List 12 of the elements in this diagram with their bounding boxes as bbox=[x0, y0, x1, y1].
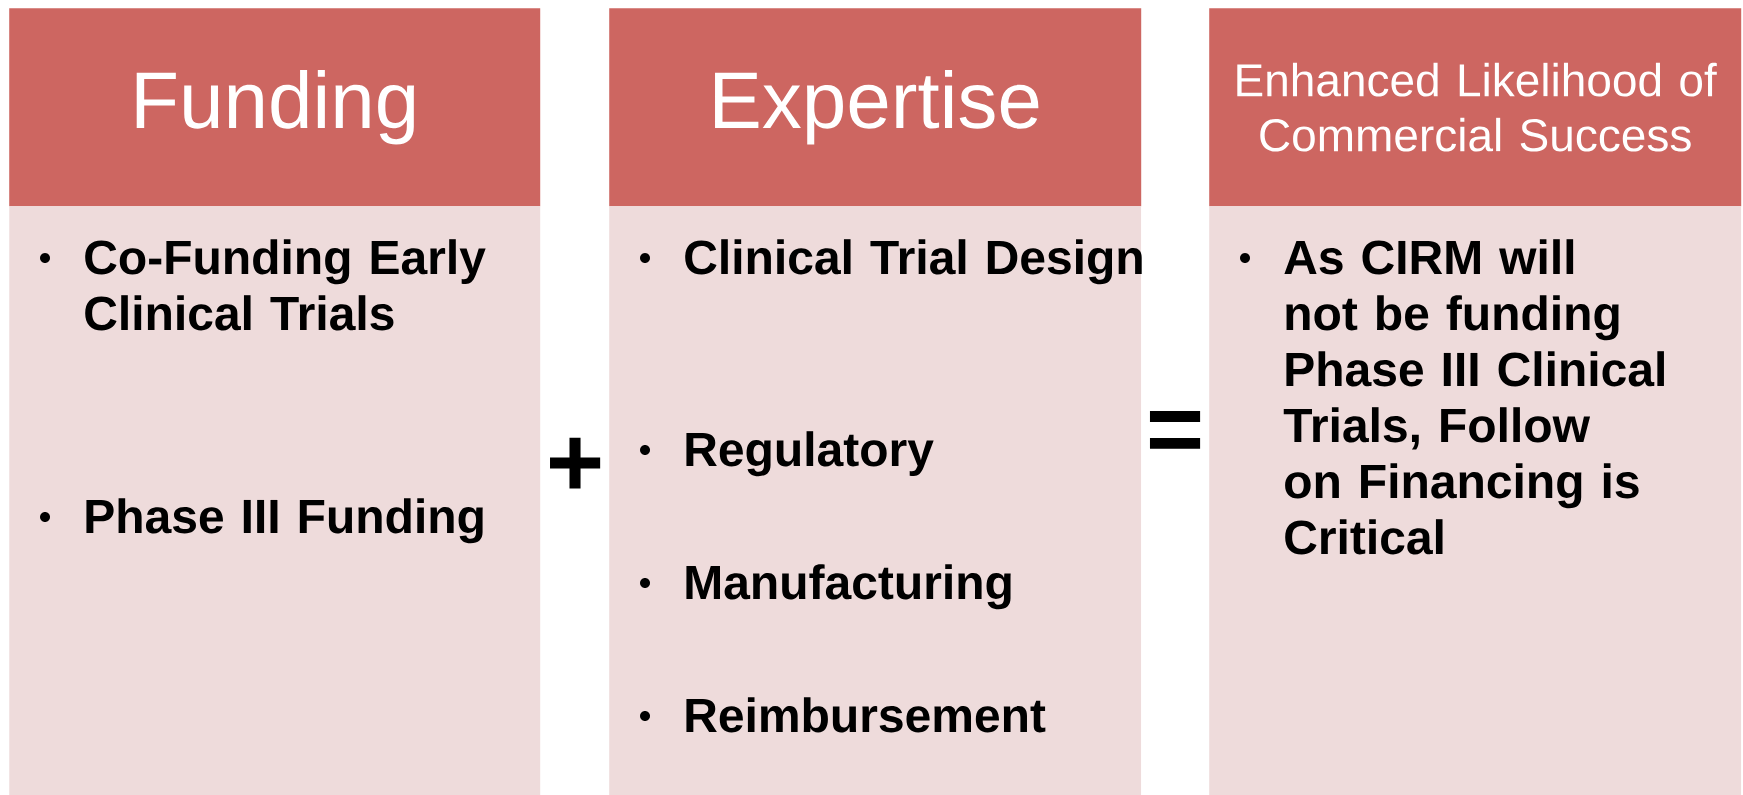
header-box: Enhanced Likelihood of Commercial Success bbox=[1209, 8, 1742, 207]
bullet-text: Manufacturing bbox=[686, 564, 1011, 610]
bullet-text: Co-Funding Early Clinical Trials bbox=[85, 239, 486, 331]
operator-sign: = bbox=[1149, 411, 1201, 449]
bullet-text: Reimbursement bbox=[686, 697, 1046, 733]
operator-sign: + bbox=[550, 437, 601, 489]
bullet-text: Regulatory bbox=[686, 431, 934, 477]
bullet-text: Clinical Trial Design bbox=[685, 239, 1142, 285]
header-box: Expertise bbox=[609, 8, 1142, 207]
bullet-text: As CIRM will not be funding Phase III Clinical Trials, Follow on Financing is Critical bbox=[1283, 239, 1664, 555]
header-box: Funding bbox=[9, 8, 541, 207]
bullet-text: Phase III Funding bbox=[86, 498, 483, 544]
